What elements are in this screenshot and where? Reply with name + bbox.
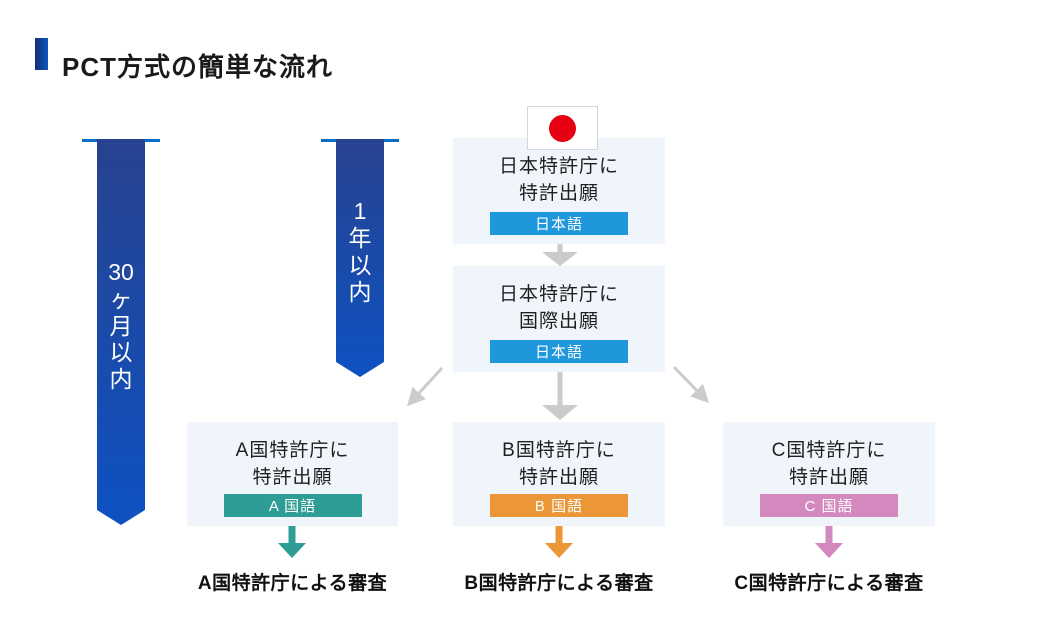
timeline-char: 内 xyxy=(109,366,133,393)
box-country-b-filing: B国特許庁に 特許出願 B 国語 xyxy=(453,422,665,526)
language-badge: 日本語 xyxy=(490,212,628,235)
result-label-country-a: A国特許庁による審査 xyxy=(197,573,388,594)
title-accent-bar xyxy=(35,38,48,70)
country-a-arrow-icon xyxy=(278,526,306,558)
box-country-c-filing: C国特許庁に 特許出願 C 国語 xyxy=(723,422,935,526)
timeline-char: 月 xyxy=(109,312,133,339)
down-arrow-icon xyxy=(542,372,578,420)
page-title: PCT方式の簡単な流れ xyxy=(62,52,334,83)
timeline-char: 以 xyxy=(348,252,372,278)
down-arrow-icon xyxy=(542,244,578,266)
diagonal-arrow-icon xyxy=(672,365,710,404)
timeline-char: 年 xyxy=(348,225,372,252)
box-jp-patent-filing: 日本特許庁に 特許出願 日本語 xyxy=(453,138,665,244)
box-jp-international-filing: 日本特許庁に 国際出願 日本語 xyxy=(453,266,665,372)
box-text-line1: 日本特許庁に xyxy=(498,156,619,177)
country-b-arrow-icon xyxy=(545,526,573,558)
timeline-1year-ribbon: 1 年 以 内 xyxy=(336,139,384,377)
box-text-line2: 国際出願 xyxy=(518,311,599,332)
result-label-country-b: B国特許庁による審査 xyxy=(464,573,654,594)
japan-flag-icon xyxy=(527,106,598,150)
box-text-line2: 特許出願 xyxy=(788,467,869,488)
box-text-line1: C国特許庁に xyxy=(771,440,887,461)
language-badge: C 国語 xyxy=(760,494,898,517)
box-country-a-filing: A国特許庁に 特許出願 A 国語 xyxy=(187,422,398,526)
result-label-country-c: C国特許庁による審査 xyxy=(734,573,924,594)
timeline-30months-label: 30 ヶ 月 以 内 xyxy=(108,260,134,404)
timeline-char: 30 xyxy=(108,258,134,285)
timeline-char: 以 xyxy=(109,339,133,366)
timeline-char: ヶ xyxy=(109,285,133,312)
box-text-line1: B国特許庁に xyxy=(502,440,616,461)
diagonal-arrow-icon xyxy=(406,366,444,407)
box-text-line1: A国特許庁に xyxy=(235,440,350,461)
country-c-arrow-icon xyxy=(815,526,843,558)
box-text-line1: 日本特許庁に xyxy=(498,284,619,305)
language-badge: 日本語 xyxy=(490,340,628,363)
language-badge: A 国語 xyxy=(223,494,362,517)
box-text-line2: 特許出願 xyxy=(518,467,599,488)
box-text-line2: 特許出願 xyxy=(518,183,599,204)
box-text-line2: 特許出願 xyxy=(252,467,333,488)
language-badge: B 国語 xyxy=(490,494,628,517)
timeline-30months-ribbon: 30 ヶ 月 以 内 xyxy=(97,139,145,525)
timeline-char: 1 xyxy=(353,198,367,225)
timeline-char: 内 xyxy=(348,278,372,305)
timeline-1year-label: 1 年 以 内 xyxy=(349,199,372,316)
japan-flag-sun xyxy=(549,114,576,142)
